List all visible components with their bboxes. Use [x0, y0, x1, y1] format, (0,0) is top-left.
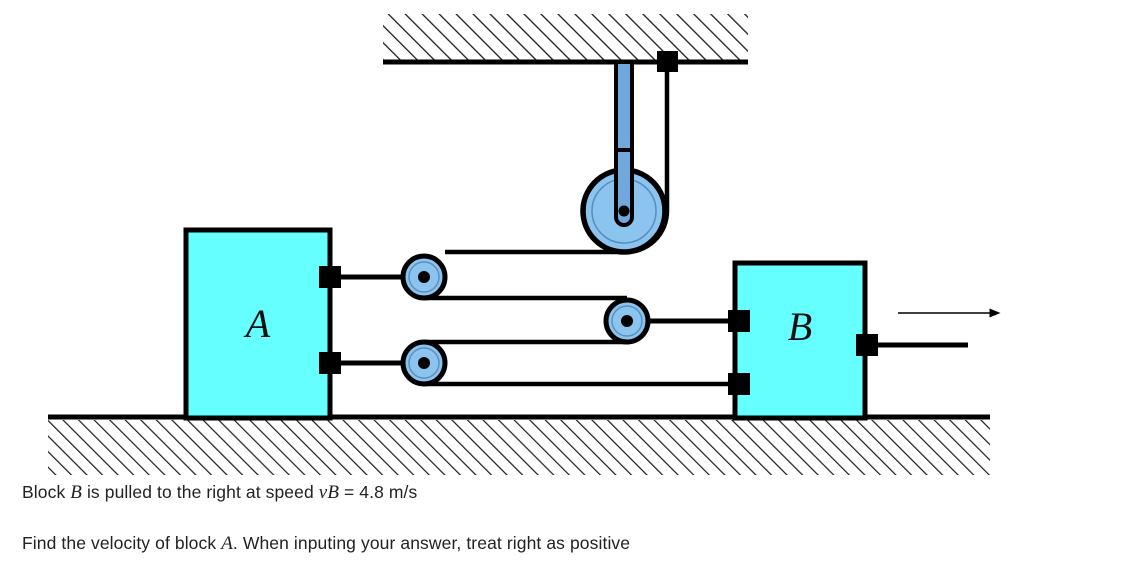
- prompt-line2-block-var: A: [221, 533, 233, 554]
- prompt-line1-speed-symbol: v: [318, 482, 328, 503]
- block-b: B: [732, 260, 868, 421]
- prompt-line2-before: Find the velocity of block: [22, 533, 222, 553]
- prompt-line1-equals: =: [339, 482, 360, 502]
- pulley-support-rod-front: [614, 148, 634, 227]
- prompt-line1-mid: is pulled to the right at speed: [81, 482, 319, 502]
- prompt-line1-speed-subscript: B: [327, 482, 340, 503]
- block-b-upper-left-connector: [728, 310, 750, 332]
- ceiling-cord-anchor: [657, 51, 678, 72]
- block-a-upper-connector: [319, 266, 341, 288]
- prompt-line2-after: . When inputing your answer, treat right…: [232, 533, 631, 553]
- pulley-middle: [603, 297, 651, 345]
- prompt-line1-before: Block: [22, 482, 71, 502]
- block-b-lower-left-connector: [728, 373, 750, 395]
- prompt-line1-block-var: B: [70, 482, 82, 503]
- block-a-lower-connector: [319, 352, 341, 374]
- prompt-line1-speed-value: 4.8 m/s: [359, 482, 418, 502]
- pulley-system-figure: A B: [48, 14, 1001, 475]
- problem-statement-line-2: Find the velocity of block A. When input…: [22, 531, 1122, 557]
- block-a-label: A: [243, 301, 271, 346]
- problem-statement-line-1: Block B is pulled to the right at speed …: [22, 480, 1122, 506]
- ceiling-support: [383, 14, 748, 65]
- pulley-lower-left: [400, 339, 448, 387]
- block-b-right-connector: [856, 334, 878, 356]
- block-b-label: B: [788, 304, 812, 349]
- pulley-upper-left: [400, 253, 448, 301]
- block-a: A: [183, 227, 333, 421]
- ground-support: [48, 414, 990, 475]
